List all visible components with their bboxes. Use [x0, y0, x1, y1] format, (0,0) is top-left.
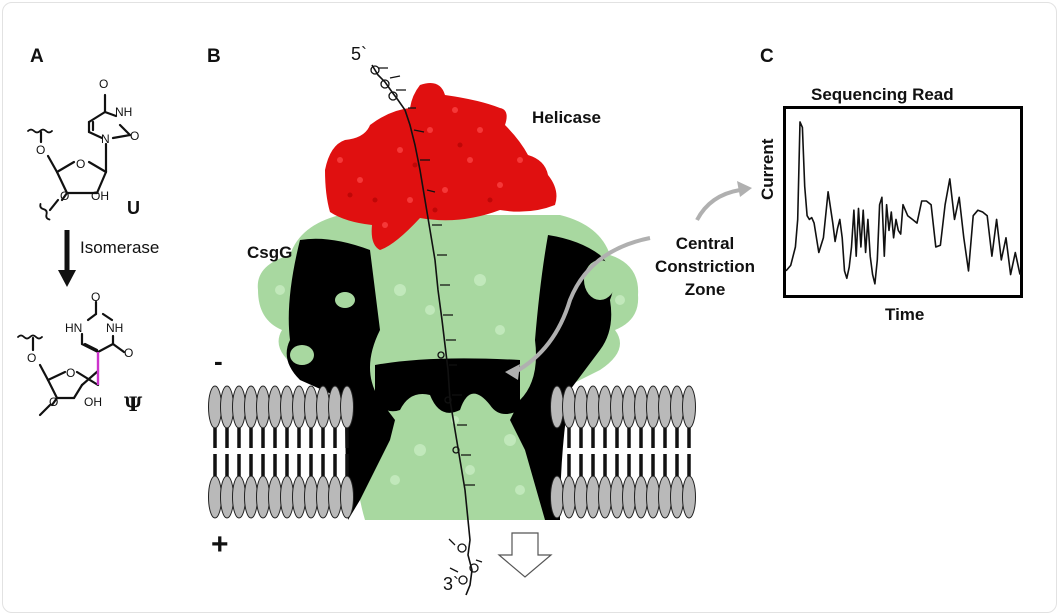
- panel-b-label: B: [207, 46, 221, 67]
- csgg-label: CsgG: [247, 243, 293, 262]
- panel-c-label: C: [760, 46, 774, 67]
- y-axis-label: Current: [758, 138, 777, 200]
- svg-text:NH: NH: [115, 105, 132, 119]
- chart-title: Sequencing Read: [811, 85, 954, 104]
- lipid-bilayer-left: [208, 385, 354, 519]
- svg-text:O: O: [66, 366, 75, 380]
- dna-strand: [370, 64, 483, 596]
- panel-a-label: A: [30, 46, 44, 67]
- central-constriction-zone-label: Central Constriction Zone: [654, 234, 756, 299]
- sequencing-read-chart: [783, 106, 1023, 298]
- svg-text:HN: HN: [65, 321, 82, 335]
- x-axis-label: Time: [885, 305, 925, 324]
- svg-text:OH: OH: [84, 395, 102, 409]
- svg-text:O: O: [76, 157, 85, 171]
- svg-text:OH: OH: [91, 189, 109, 203]
- negative-sign: -: [214, 346, 223, 376]
- svg-text:O: O: [91, 290, 100, 304]
- isomerase-label: Isomerase: [80, 238, 160, 257]
- helicase-label: Helicase: [532, 108, 601, 127]
- current-trace: [785, 121, 1021, 285]
- svg-text:O: O: [27, 351, 36, 365]
- svg-text:O: O: [130, 129, 139, 143]
- svg-text:NH: NH: [106, 321, 123, 335]
- helicase-protein: [325, 82, 557, 250]
- svg-text:O: O: [99, 77, 108, 91]
- positive-sign: +: [211, 528, 229, 561]
- strand-3prime-label: 3`: [443, 574, 460, 594]
- svg-text:O: O: [36, 143, 45, 157]
- svg-text:O: O: [124, 346, 133, 360]
- strand-5prime-label: 5`: [351, 44, 368, 64]
- translocation-direction-arrow: [497, 532, 553, 578]
- svg-text:N: N: [101, 132, 110, 146]
- svg-text:O: O: [60, 189, 69, 203]
- svg-text:O: O: [49, 395, 58, 409]
- lipid-bilayer-right: [550, 385, 696, 519]
- uridine-structure: O NH O N O O O OH O HN NH O O O O OH: [17, 77, 139, 417]
- uridine-label: U: [127, 198, 140, 218]
- pseudouridine-label: Ψ: [124, 392, 143, 416]
